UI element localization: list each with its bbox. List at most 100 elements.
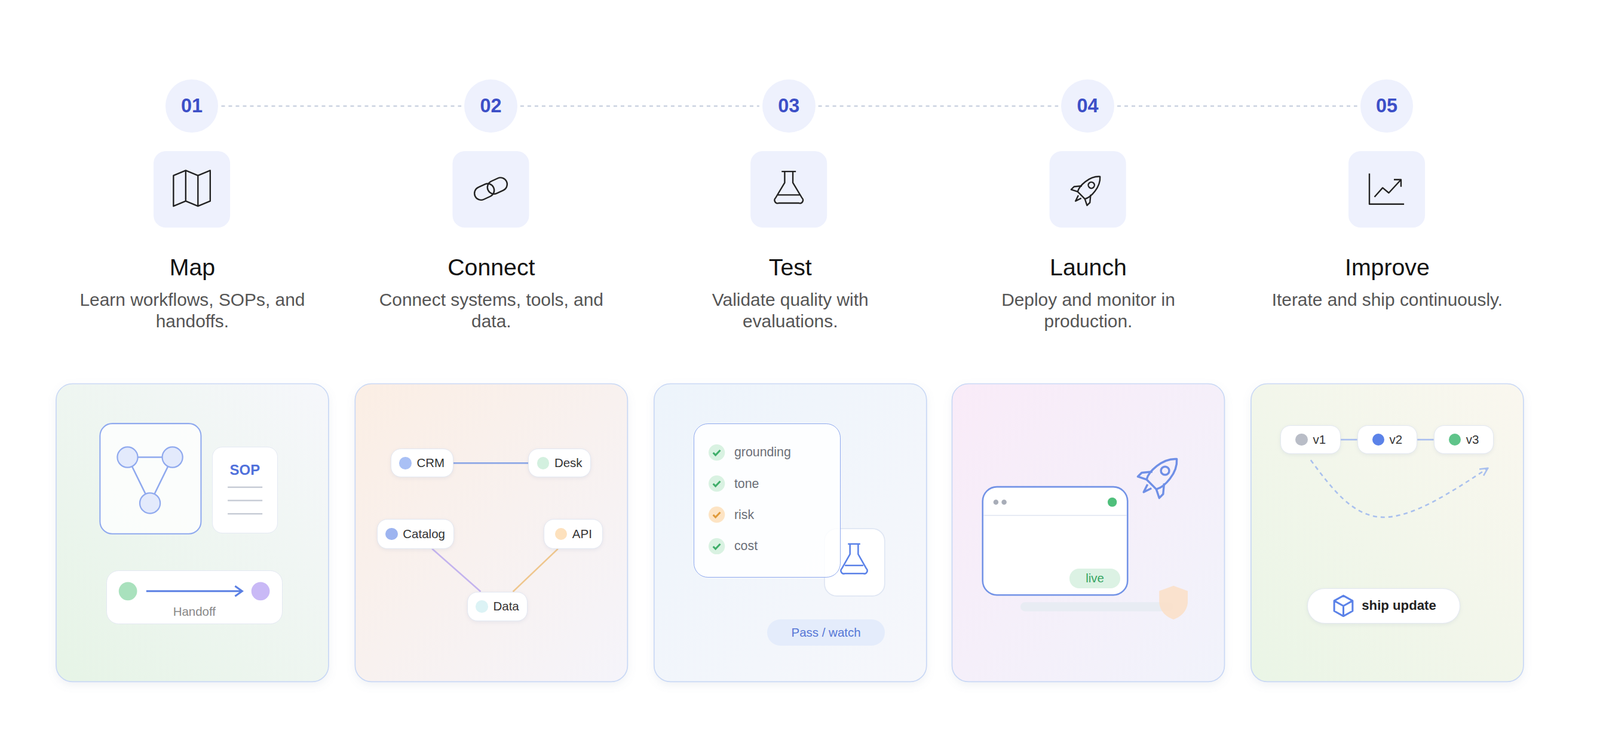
step-card: ImproveIterate and ship continuously.v1v… <box>1251 383 1524 682</box>
check-mark-part <box>713 450 721 456</box>
handoff-arrow-part <box>251 581 271 601</box>
step-title: Improve <box>1251 253 1524 282</box>
connector <box>818 105 1059 107</box>
browser-window-part <box>1001 499 1007 505</box>
cube-icon <box>1331 593 1356 619</box>
connector <box>453 462 529 465</box>
system-pill: API <box>543 519 603 550</box>
step-number-text: 04 <box>1077 94 1099 118</box>
check-mark <box>708 538 725 555</box>
monitor-bar <box>1020 586 1188 620</box>
step-description: Validate quality with evaluations. <box>673 289 907 333</box>
system-pill: CRM <box>390 448 454 478</box>
workflow-graph <box>99 423 201 535</box>
monitor-bar-part <box>1020 602 1174 612</box>
step-title: Map <box>56 253 329 282</box>
launch-rocket <box>1132 448 1188 504</box>
pill-label: Desk <box>554 455 583 471</box>
step-title: Launch <box>951 253 1225 282</box>
handoff-arrow-part <box>146 586 242 597</box>
icon-tiles-part <box>1348 151 1425 228</box>
status-dot <box>399 457 412 470</box>
pill-label: v2 <box>1389 432 1403 447</box>
workflow-graph-part <box>139 492 161 514</box>
system-pill: v2 <box>1357 425 1418 455</box>
step-card-grounds-part <box>1251 384 1524 683</box>
flask-icon-part <box>774 171 803 204</box>
flask-icon <box>774 171 803 204</box>
chart-icon-part <box>1369 173 1405 204</box>
monitor-bar-part <box>1159 586 1188 620</box>
check-row: tone <box>708 468 826 500</box>
check-mark <box>708 475 725 492</box>
check-mark-part <box>713 481 721 487</box>
pill-label: CRM <box>416 455 445 471</box>
chart-icon <box>1369 173 1405 204</box>
step-card-grounds-part <box>951 384 1225 683</box>
status-dot <box>385 528 398 541</box>
status-tag: live <box>1069 568 1121 588</box>
system-pill: Data <box>467 592 529 622</box>
document-lines-part <box>227 486 263 489</box>
step-card: MapLearn workflows, SOPs, and handoffs.S… <box>56 383 329 682</box>
ship-label: ship update <box>1361 598 1437 614</box>
handoff-box: Handoff <box>106 570 283 625</box>
browser-window-part <box>1107 497 1117 507</box>
step-number: 05 <box>1360 79 1414 133</box>
workflow-graph-part <box>99 423 201 535</box>
pill-label: Catalog <box>402 526 446 542</box>
check-mark-part <box>708 475 725 492</box>
connector <box>1340 439 1357 441</box>
map-icon-part <box>173 170 210 207</box>
connector <box>431 549 481 593</box>
step-card-grounds-part <box>654 384 927 683</box>
cube-icon-part <box>1334 595 1353 616</box>
pill-label: v3 <box>1466 432 1480 447</box>
check-label: tone <box>734 476 760 492</box>
step-number-text: 02 <box>479 94 502 118</box>
system-pill: Catalog <box>376 519 455 550</box>
check-row: cost <box>708 530 826 562</box>
check-mark-part <box>708 538 725 555</box>
check-mark-part <box>713 543 721 549</box>
step-number: 02 <box>464 79 518 133</box>
evaluation-checklist: groundingtoneriskcost <box>693 423 841 578</box>
flask-tile-part <box>840 544 867 575</box>
status-dot <box>475 600 488 613</box>
step-number: 01 <box>165 79 219 133</box>
pill-label: API <box>572 526 593 542</box>
step-number-text: 03 <box>777 94 800 118</box>
check-mark-part <box>708 506 725 523</box>
link-icon-part <box>485 175 510 197</box>
step-title: Connect <box>354 253 628 282</box>
document-lines-part <box>227 500 263 502</box>
step-description: Iterate and ship continuously. <box>1270 289 1504 311</box>
icon-tiles-part <box>1049 151 1127 228</box>
handoff-arrow-part <box>118 581 138 601</box>
step-description: Learn workflows, SOPs, and handoffs. <box>75 289 309 333</box>
pill-label: Data <box>492 599 519 614</box>
tag-label: Pass / watch <box>791 625 861 640</box>
status-dot <box>555 528 567 541</box>
step-card: TestValidate quality with evaluations.gr… <box>654 383 927 682</box>
step-title: Test <box>654 253 927 282</box>
step-card: ConnectConnect systems, tools, and data.… <box>354 383 628 682</box>
system-pill: v3 <box>1433 425 1495 455</box>
connector <box>1117 105 1358 107</box>
document-lines <box>224 483 266 517</box>
connector <box>513 549 559 593</box>
system-pill: Desk <box>528 448 591 478</box>
link-icon-part <box>471 181 496 203</box>
browser-window-part <box>983 515 1127 517</box>
workflow-graph-part <box>117 446 138 468</box>
step-number-text: 01 <box>181 94 203 118</box>
check-label: cost <box>734 538 758 554</box>
check-mark <box>708 444 725 461</box>
check-row: grounding <box>708 437 826 469</box>
launch-rocket-part <box>1132 467 1169 504</box>
launch-rocket-part <box>1159 464 1172 477</box>
status-dot <box>1295 433 1308 446</box>
icon-tiles <box>153 151 1425 228</box>
icon-tiles-part <box>750 151 827 228</box>
browser-window-part <box>993 499 999 505</box>
